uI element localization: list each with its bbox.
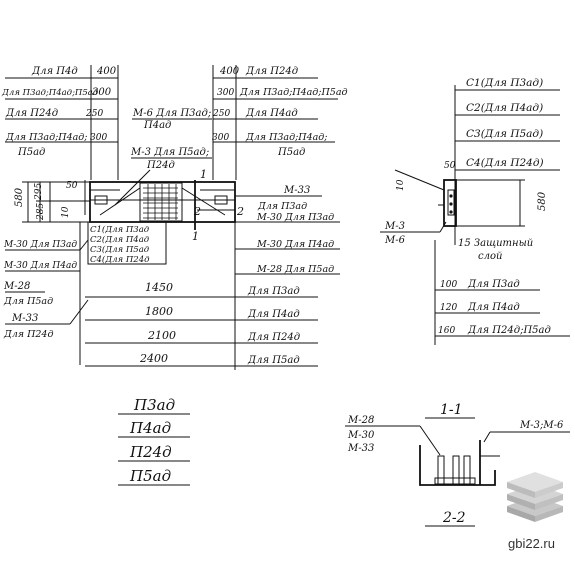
label-p24d-leftm: Для П24д xyxy=(3,329,53,340)
c3-item: С3(Для П5ад xyxy=(90,244,150,255)
dim-1450: 1450 xyxy=(145,281,173,294)
label-m30-p3ad: М-30 Для П3ад xyxy=(256,212,334,223)
label-p24d-right: Для П24д xyxy=(245,66,298,77)
label-m6: М-6 Для П3ад; xyxy=(132,108,211,119)
dim-1800: 1800 xyxy=(145,305,173,318)
c3-label: С3(Для П5ад) xyxy=(466,128,543,140)
label-p3p4p5-right: Для П3ад;П4ад;П5ад xyxy=(239,87,348,98)
label-p5ad-left: П5ад xyxy=(17,147,45,158)
dim-10: 10 xyxy=(61,206,71,218)
section-mark-1-top: 1 xyxy=(200,168,207,181)
label-m30-p3ad-left: М-30 Для П3ад xyxy=(3,240,77,250)
section-title-1-1: 1-1 xyxy=(440,402,463,418)
section-mark-1-bottom: 1 xyxy=(192,230,199,243)
dim-2400: 2400 xyxy=(139,352,168,365)
c4-item: С4(Для П24д xyxy=(90,254,150,265)
label-m30-p4ad: М-30 Для П4ад xyxy=(256,239,334,250)
legend-p24d: П24д xyxy=(129,443,172,461)
label-span-p3ad: Для П3ад xyxy=(247,286,300,297)
section-detail: 1-1 М-28 М-30 М-33 М-3;М-6 2-2 xyxy=(345,402,570,527)
dim-50: 50 xyxy=(66,181,78,191)
cover-label: 15 Защитный xyxy=(458,238,533,249)
label-p5ad-right: П5ад xyxy=(277,147,305,158)
label-m33-left: М-33 xyxy=(11,313,38,324)
dim-300-left-a: 300 xyxy=(92,87,112,98)
label-p5ad-leftm: Для П5ад xyxy=(3,296,53,307)
right-m-labels: М-33 Для П3ад М-30 Для П3ад М-30 Для П4а… xyxy=(234,185,340,370)
panel-body xyxy=(89,180,236,230)
m6-m3-labels: М-6 Для П3ад; П4ад М-3 Для П5ад; П24д 1 … xyxy=(114,108,244,243)
label-depth-p3ad: Для П3ад xyxy=(467,279,520,290)
dim-300-right-b: 300 xyxy=(212,133,229,143)
section-label-m28: М-28 xyxy=(347,415,374,426)
stacked-slabs-logo-icon xyxy=(507,472,563,522)
label-m6-right: М-6 xyxy=(384,235,406,246)
label-p4d: Для П4д xyxy=(31,66,78,77)
label-m6-b: П4ад xyxy=(143,120,171,131)
top-right-labels: 400 Для П24д 300 Для П3ад;П4ад;П5ад 250 … xyxy=(212,65,348,180)
legend-p4ad: П4ад xyxy=(129,419,171,437)
dim-120: 120 xyxy=(440,303,457,313)
c1-label: С1(Для П3ад) xyxy=(466,77,543,89)
c2-label: С2(Для П4ад) xyxy=(466,102,543,114)
dim-250-left: 250 xyxy=(85,109,103,119)
label-m3-right: М-3 xyxy=(384,221,405,232)
dim-400-left: 400 xyxy=(96,66,117,77)
height-dims: 580 295 285 10 50 xyxy=(14,181,90,223)
dim-580-left: 580 xyxy=(14,187,25,207)
label-m3-b: П24д xyxy=(146,160,175,171)
c-list: С1(Для П3ад С2(Для П4ад С3(Для П5ад С4(Д… xyxy=(87,221,167,265)
section-label-m33: М-33 xyxy=(347,443,374,454)
right-view: С1(Для П3ад) С2(Для П4ад) С3(Для П5ад) С… xyxy=(380,77,570,345)
section-label-m30: М-30 xyxy=(347,430,375,441)
label-p3ad-r1: Для П3ад xyxy=(257,201,307,212)
dim-50-right: 50 xyxy=(444,161,456,171)
label-span-p5ad: Для П5ад xyxy=(247,355,300,366)
label-p3p4-right: Для П3ад;П4ад; xyxy=(245,132,328,143)
c4-label: С4(Для П24д) xyxy=(466,157,544,169)
label-m28-left: М-28 xyxy=(3,281,30,292)
cover-label-2: слой xyxy=(478,251,502,262)
label-p3-p4-p5: Для П3ад;П4ад;П5ад xyxy=(1,88,99,98)
label-depth-p4ad: Для П4ад xyxy=(467,302,520,313)
section-label-m3-m6: М-3;М-6 xyxy=(519,420,564,431)
top-left-labels: Для П4д 400 Для П3ад;П4ад;П5ад 300 Для П… xyxy=(1,66,118,158)
label-depth-p24p5: Для П24д;П5ад xyxy=(467,325,551,336)
section-title-2-2: 2-2 xyxy=(442,510,466,526)
label-p4ad-right: Для П4ад xyxy=(245,108,298,119)
legend-list: П3ад П4ад П24д П5ад xyxy=(118,396,190,486)
dim-2100: 2100 xyxy=(147,329,176,342)
label-m3: М-3 Для П5ад; xyxy=(130,147,209,158)
label-p3-p4-left: Для П3ад;П4ад; xyxy=(5,132,88,143)
label-m33-right: М-33 xyxy=(283,185,310,196)
label-m30-p4ad-left: М-30 Для П4ад xyxy=(3,261,77,271)
c2-item: С2(Для П4ад xyxy=(90,234,150,245)
dim-285: 285 xyxy=(36,203,46,221)
dim-400-right: 400 xyxy=(219,66,240,77)
dim-580-right: 580 xyxy=(537,191,548,211)
section-mark-2-right: 2 xyxy=(236,205,244,218)
span-dims: 1450 Для П3ад 1800 Для П4ад 2100 Для П24… xyxy=(85,281,318,367)
label-span-p4ad: Для П4ад xyxy=(247,309,300,320)
label-span-p24d: Для П24д xyxy=(247,332,300,343)
left-vertical-dims xyxy=(84,65,119,215)
legend-p5ad: П5ад xyxy=(129,467,171,485)
dim-250-right: 250 xyxy=(212,109,230,119)
dim-300-right-a: 300 xyxy=(217,88,234,98)
watermark-text: gbi22.ru xyxy=(508,536,555,551)
dim-295: 295 xyxy=(34,183,44,201)
dim-100: 100 xyxy=(440,280,457,290)
dim-160: 160 xyxy=(438,326,455,336)
label-p24d-left: Для П24д xyxy=(5,108,58,119)
dim-300-left-b: 300 xyxy=(90,133,107,143)
section-mark-2-left: 2 xyxy=(193,205,201,218)
dim-10-right: 10 xyxy=(396,179,406,191)
c1-item: С1(Для П3ад xyxy=(90,224,150,235)
left-m-labels: М-30 Для П3ад М-30 Для П4ад М-28 Для П5а… xyxy=(3,222,89,365)
label-m28-p5ad: М-28 Для П5ад xyxy=(256,264,334,275)
legend-p3ad: П3ад xyxy=(133,396,175,414)
